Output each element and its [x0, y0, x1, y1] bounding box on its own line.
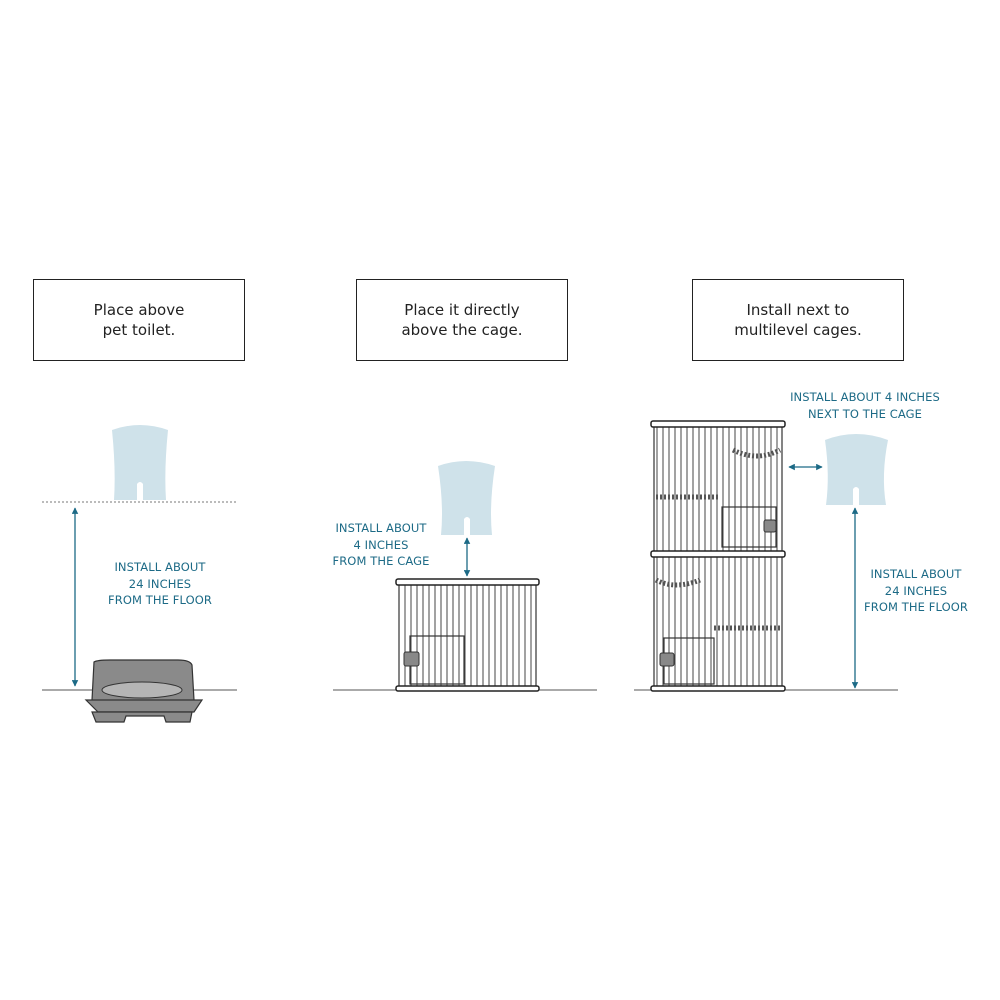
panel-2-title: Place it directly above the cage.: [401, 301, 523, 339]
multilevel-cage: [650, 420, 786, 692]
wall-device: [112, 425, 168, 500]
wall-device: [825, 434, 888, 505]
wall-device: [438, 461, 495, 535]
panel-2-title-box: Place it directly above the cage.: [356, 279, 568, 361]
panel-3-height-note: INSTALL ABOUT 24 INCHES FROM THE FLOOR: [864, 567, 968, 614]
single-cage: [395, 578, 540, 692]
panel-2-gap-note: INSTALL ABOUT 4 INCHES FROM THE CAGE: [332, 521, 430, 568]
panel-3-illustration: [634, 420, 898, 692]
panel-1-illustration: [42, 425, 237, 723]
panel-1-title-box: Place above pet toilet.: [33, 279, 245, 361]
panel-1-height-note: INSTALL ABOUT 24 INCHES FROM THE FLOOR: [108, 560, 212, 607]
panel-3-title-box: Install next to multilevel cages.: [692, 279, 904, 361]
panel-2-illustration: [333, 461, 597, 692]
panel-3-title: Install next to multilevel cages.: [734, 301, 862, 339]
panel-3-side-note: INSTALL ABOUT 4 INCHES NEXT TO THE CAGE: [790, 390, 940, 421]
pet-toilet: [84, 659, 204, 723]
panel-1-title: Place above pet toilet.: [93, 301, 185, 339]
